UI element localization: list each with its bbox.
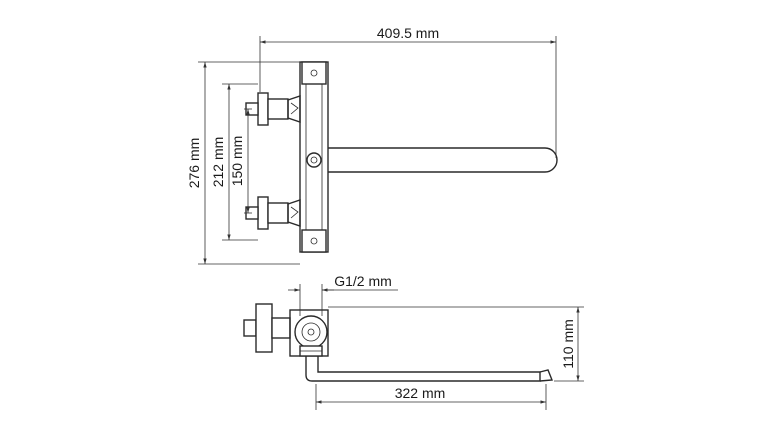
dim-thread-size: G1/2 mm: [334, 273, 392, 289]
side-inlet-nut: [243, 319, 257, 337]
diverter-knob: [306, 152, 322, 168]
upper-inlet: [245, 92, 301, 126]
top-cap: [301, 61, 327, 85]
dim-overall-width: 409.5 mm: [377, 25, 439, 41]
side-view: G1/2 mm 110 mm 322 mm: [243, 273, 584, 410]
lower-inlet: [245, 196, 301, 230]
dim-inlet-center-distance: 150 mm: [229, 136, 245, 187]
front-view: 409.5 mm 276 mm 212 mm 150 mm: [186, 25, 558, 265]
side-spout: [305, 356, 541, 382]
dim-inlet-height-outer: 212 mm: [210, 137, 226, 188]
dim-spout-reach: 322 mm: [395, 385, 446, 401]
bottom-cap: [301, 229, 327, 253]
dim-overall-height: 276 mm: [186, 138, 202, 189]
spout: [328, 147, 558, 173]
dim-spout-height: 110 mm: [560, 319, 576, 369]
